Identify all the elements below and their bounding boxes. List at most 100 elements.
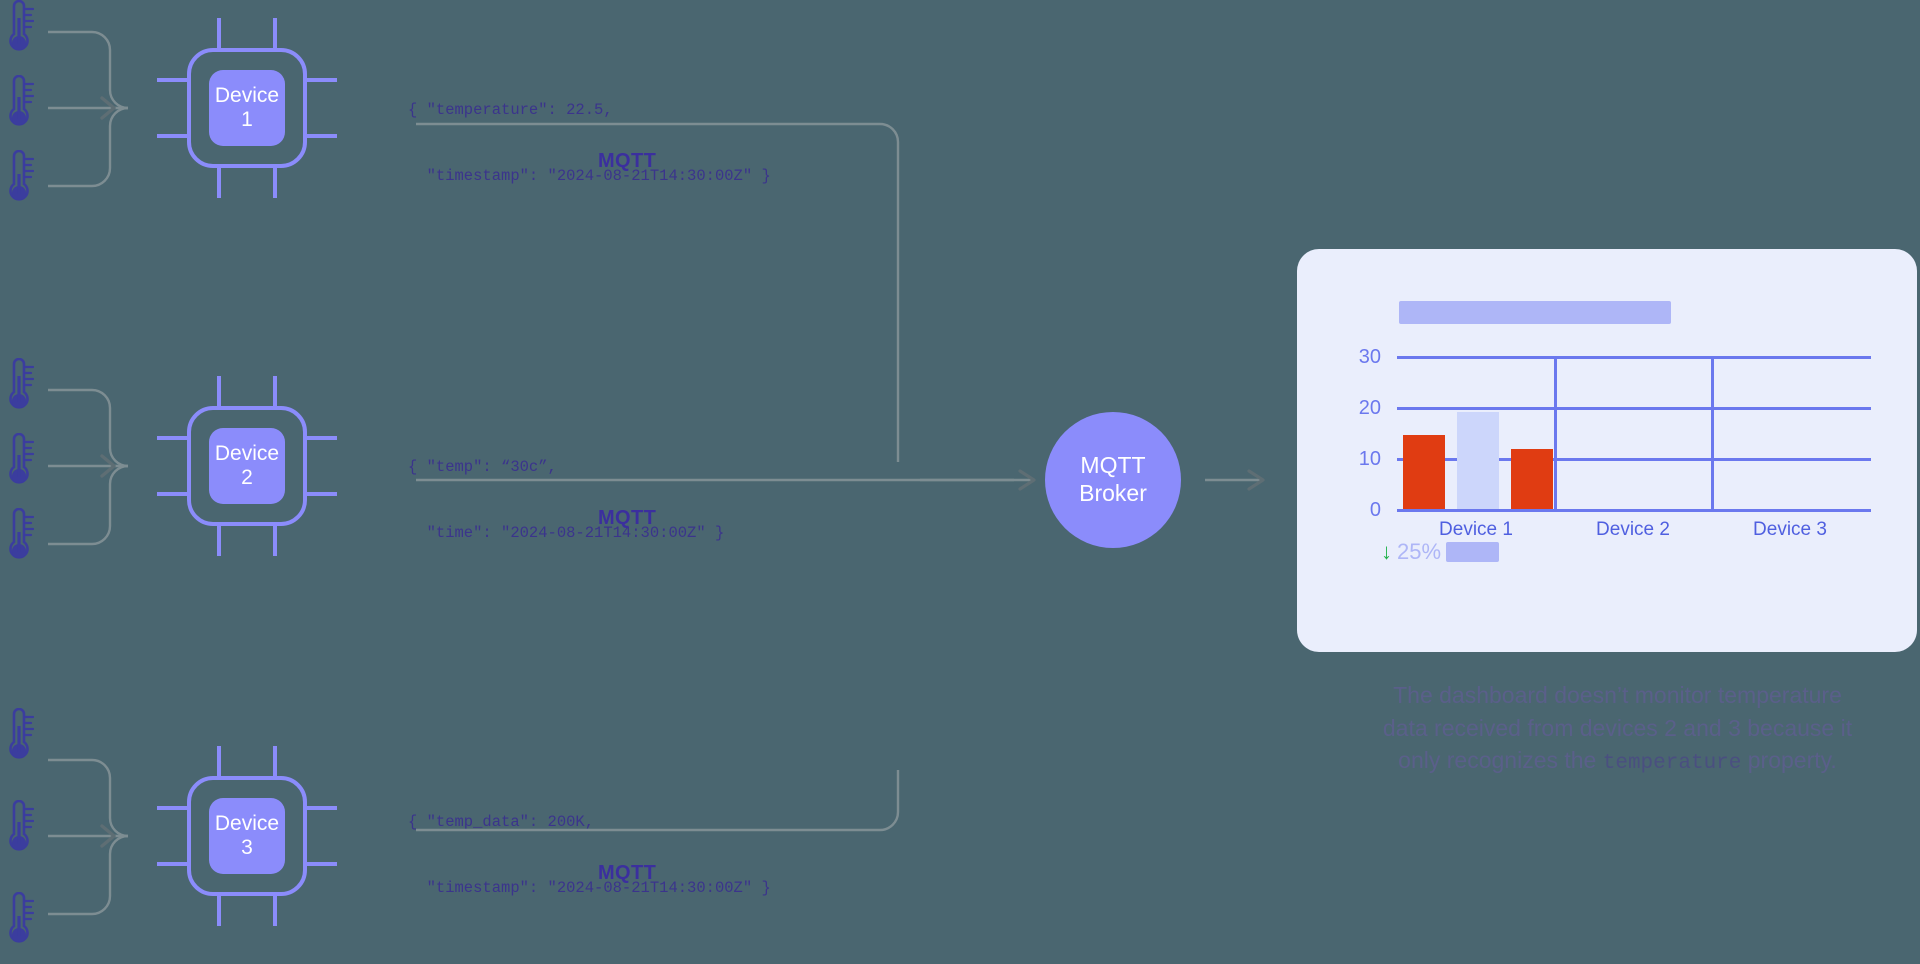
thermometer-icon (0, 507, 35, 568)
protocol-label-3: MQTT (598, 862, 657, 884)
thermometer-icon (0, 74, 35, 135)
dashboard-panel[interactable]: 30 20 10 0 Device 1 Device 2 Device 3 ↓ … (1297, 249, 1917, 652)
thermometer-icon (0, 891, 35, 952)
chip-pin (303, 78, 337, 82)
chip-pin (273, 164, 277, 198)
thermometer-icon (0, 799, 35, 860)
category-divider-2 (1711, 356, 1714, 509)
caption-code-token: temperature (1602, 752, 1742, 776)
mqtt-link-2 (414, 474, 1034, 499)
device-name-line1: Device (214, 811, 280, 835)
delta-indicator: ↓ 25% (1381, 539, 1500, 565)
chip-pin (303, 134, 337, 138)
bar-device1-series2 (1457, 412, 1499, 509)
chip-frame (187, 406, 307, 526)
device-name-line1: Device (214, 441, 280, 465)
axis-baseline (1397, 509, 1871, 512)
caption-line-2: data received from devices 2 and 3 becau… (1382, 714, 1853, 741)
sensor-merge-arrow (44, 378, 134, 563)
chip-pin (157, 862, 191, 866)
chip-pin (157, 436, 191, 440)
device-chip-2[interactable]: Device 2 (157, 376, 337, 556)
caption-line3-before: only recognizes the (1398, 747, 1603, 774)
chip-pin (157, 806, 191, 810)
mqtt-broker-node[interactable]: MQTT Broker (1045, 412, 1181, 548)
device-2-payload: { "temp": “30c”, "time": "2024-08-21T14:… (408, 412, 724, 588)
gridline-20 (1397, 407, 1871, 410)
x-category-device-2: Device 2 (1596, 519, 1670, 540)
sensor-merge-arrow (44, 20, 134, 205)
chip-pin (217, 746, 221, 780)
chip-pin (157, 492, 191, 496)
dashboard-caption: The dashboard doesn’t monitor temperatur… (1310, 679, 1920, 779)
chip-pin (273, 18, 277, 52)
x-category-device-1: Device 1 (1439, 519, 1513, 540)
device-name-line2: 1 (241, 108, 253, 131)
delta-value: 25% (1397, 539, 1442, 564)
chip-core: Device 3 (209, 798, 285, 874)
payload-line-2: "time": "2024-08-21T14:30:00Z" } (408, 524, 725, 542)
chip-pin (273, 376, 277, 410)
device-chip-3[interactable]: Device 3 (157, 746, 337, 926)
chip-frame (187, 48, 307, 168)
sensor-merge-arrow (44, 748, 134, 933)
device-name-line2: 2 (241, 466, 253, 489)
payload-line-1: { "temp_data": 200K, (408, 813, 595, 831)
bar-device1-series3 (1511, 449, 1553, 509)
chip-pin (217, 892, 221, 926)
broker-label-line2: Broker (1079, 480, 1147, 506)
category-divider-1 (1554, 356, 1557, 509)
chip-pin (303, 436, 337, 440)
chip-pin (217, 376, 221, 410)
payload-line-2: "timestamp": "2024-08-21T14:30:00Z" } (408, 879, 771, 897)
thermometer-icon (0, 149, 35, 210)
chip-pin (217, 18, 221, 52)
thermometer-icon (0, 432, 35, 493)
chip-pin (273, 746, 277, 780)
chip-pin (217, 522, 221, 556)
payload-line-2: "timestamp": "2024-08-21T14:30:00Z" } (408, 167, 771, 185)
caption-line-3: only recognizes the temperature property… (1310, 744, 1920, 779)
y-tick-20: 20 (1358, 397, 1381, 419)
caption-line-1: The dashboard doesn’t monitor temperatur… (1393, 682, 1842, 708)
chip-core: Device 1 (209, 70, 285, 146)
arrow-down-icon: ↓ (1381, 539, 1392, 564)
delta-placeholder-bar (1446, 542, 1500, 562)
gridline-30 (1397, 356, 1871, 359)
chip-pin (303, 492, 337, 496)
device-1-payload: { "temperature": 22.5, "timestamp": "202… (408, 55, 771, 231)
chip-frame (187, 776, 307, 896)
x-category-device-3: Device 3 (1753, 519, 1827, 540)
device-chip-1[interactable]: Device 1 (157, 18, 337, 198)
chip-pin (303, 806, 337, 810)
bar-device1-series1 (1403, 435, 1445, 509)
mqtt-link-3 (414, 770, 920, 845)
protocol-label-2: MQTT (598, 507, 657, 529)
dashboard-input-arrow (1205, 468, 1275, 497)
payload-line-1: { "temp": “30c”, (408, 458, 557, 476)
chip-pin (157, 134, 191, 138)
chip-pin (303, 862, 337, 866)
caption-line3-after: property. (1741, 747, 1837, 774)
thermometer-icon (0, 0, 35, 60)
protocol-label-1: MQTT (598, 150, 657, 172)
chip-pin (157, 78, 191, 82)
dashboard-title-placeholder (1399, 301, 1671, 324)
thermometer-icon (0, 357, 35, 418)
chip-pin (273, 892, 277, 926)
gridline-10 (1397, 458, 1871, 461)
broker-label-line1: MQTT (1080, 452, 1146, 479)
chip-pin (273, 522, 277, 556)
thermometer-icon (0, 707, 35, 768)
device-name-line2: 3 (241, 836, 253, 859)
mqtt-link-1 (414, 118, 920, 493)
payload-line-1: { "temperature": 22.5, (408, 101, 613, 119)
chip-core: Device 2 (209, 428, 285, 504)
broker-input-arrow (920, 468, 1046, 497)
y-tick-30: 30 (1358, 346, 1381, 368)
y-tick-10: 10 (1358, 448, 1381, 470)
device-name-line1: Device (214, 83, 280, 107)
chip-pin (217, 164, 221, 198)
y-tick-0: 0 (1369, 499, 1381, 521)
